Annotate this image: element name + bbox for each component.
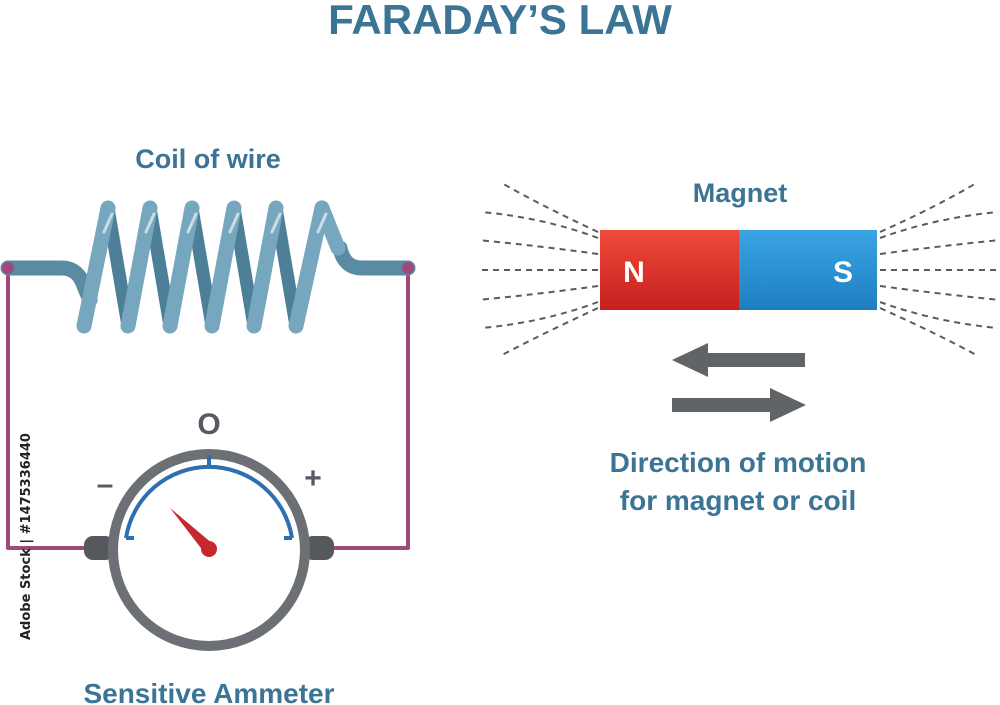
ammeter-label: Sensitive Ammeter [83, 678, 334, 705]
ammeter-left-terminal [84, 536, 114, 560]
left-arrow-icon [672, 343, 805, 377]
coil-of-wire [0, 200, 416, 334]
motion-label-line2: for magnet or coil [620, 485, 856, 516]
motion-label-line1: Direction of motion [610, 447, 867, 478]
sensitive-ammeter [84, 449, 334, 651]
north-pole-label: N [623, 256, 645, 289]
stock-credit: Adobe Stock | #1475336440 [19, 433, 34, 640]
ammeter-plus-mark: + [304, 462, 322, 495]
ammeter-needle-pivot [201, 541, 217, 557]
magnet-label: Magnet [693, 178, 788, 208]
magnet-north-pole [600, 230, 739, 310]
coil-label: Coil of wire [135, 144, 281, 174]
magnetic-field-lines [477, 181, 1000, 357]
diagram-title: FARADAY’S LAW [328, 0, 672, 43]
south-pole-label: S [833, 256, 853, 289]
left-terminal-dot [2, 262, 14, 274]
ammeter-needle [170, 508, 213, 552]
right-arrow-icon [672, 388, 806, 422]
ammeter-minus-mark: – [97, 468, 114, 501]
ammeter-right-terminal [304, 536, 334, 560]
magnet-south-pole [739, 230, 877, 310]
ammeter-scale-ticks [126, 455, 292, 540]
ammeter-zero-mark: O [197, 408, 220, 441]
circuit-wire [6, 268, 410, 550]
right-terminal-dot [402, 262, 414, 274]
ammeter-scale [124, 464, 294, 539]
